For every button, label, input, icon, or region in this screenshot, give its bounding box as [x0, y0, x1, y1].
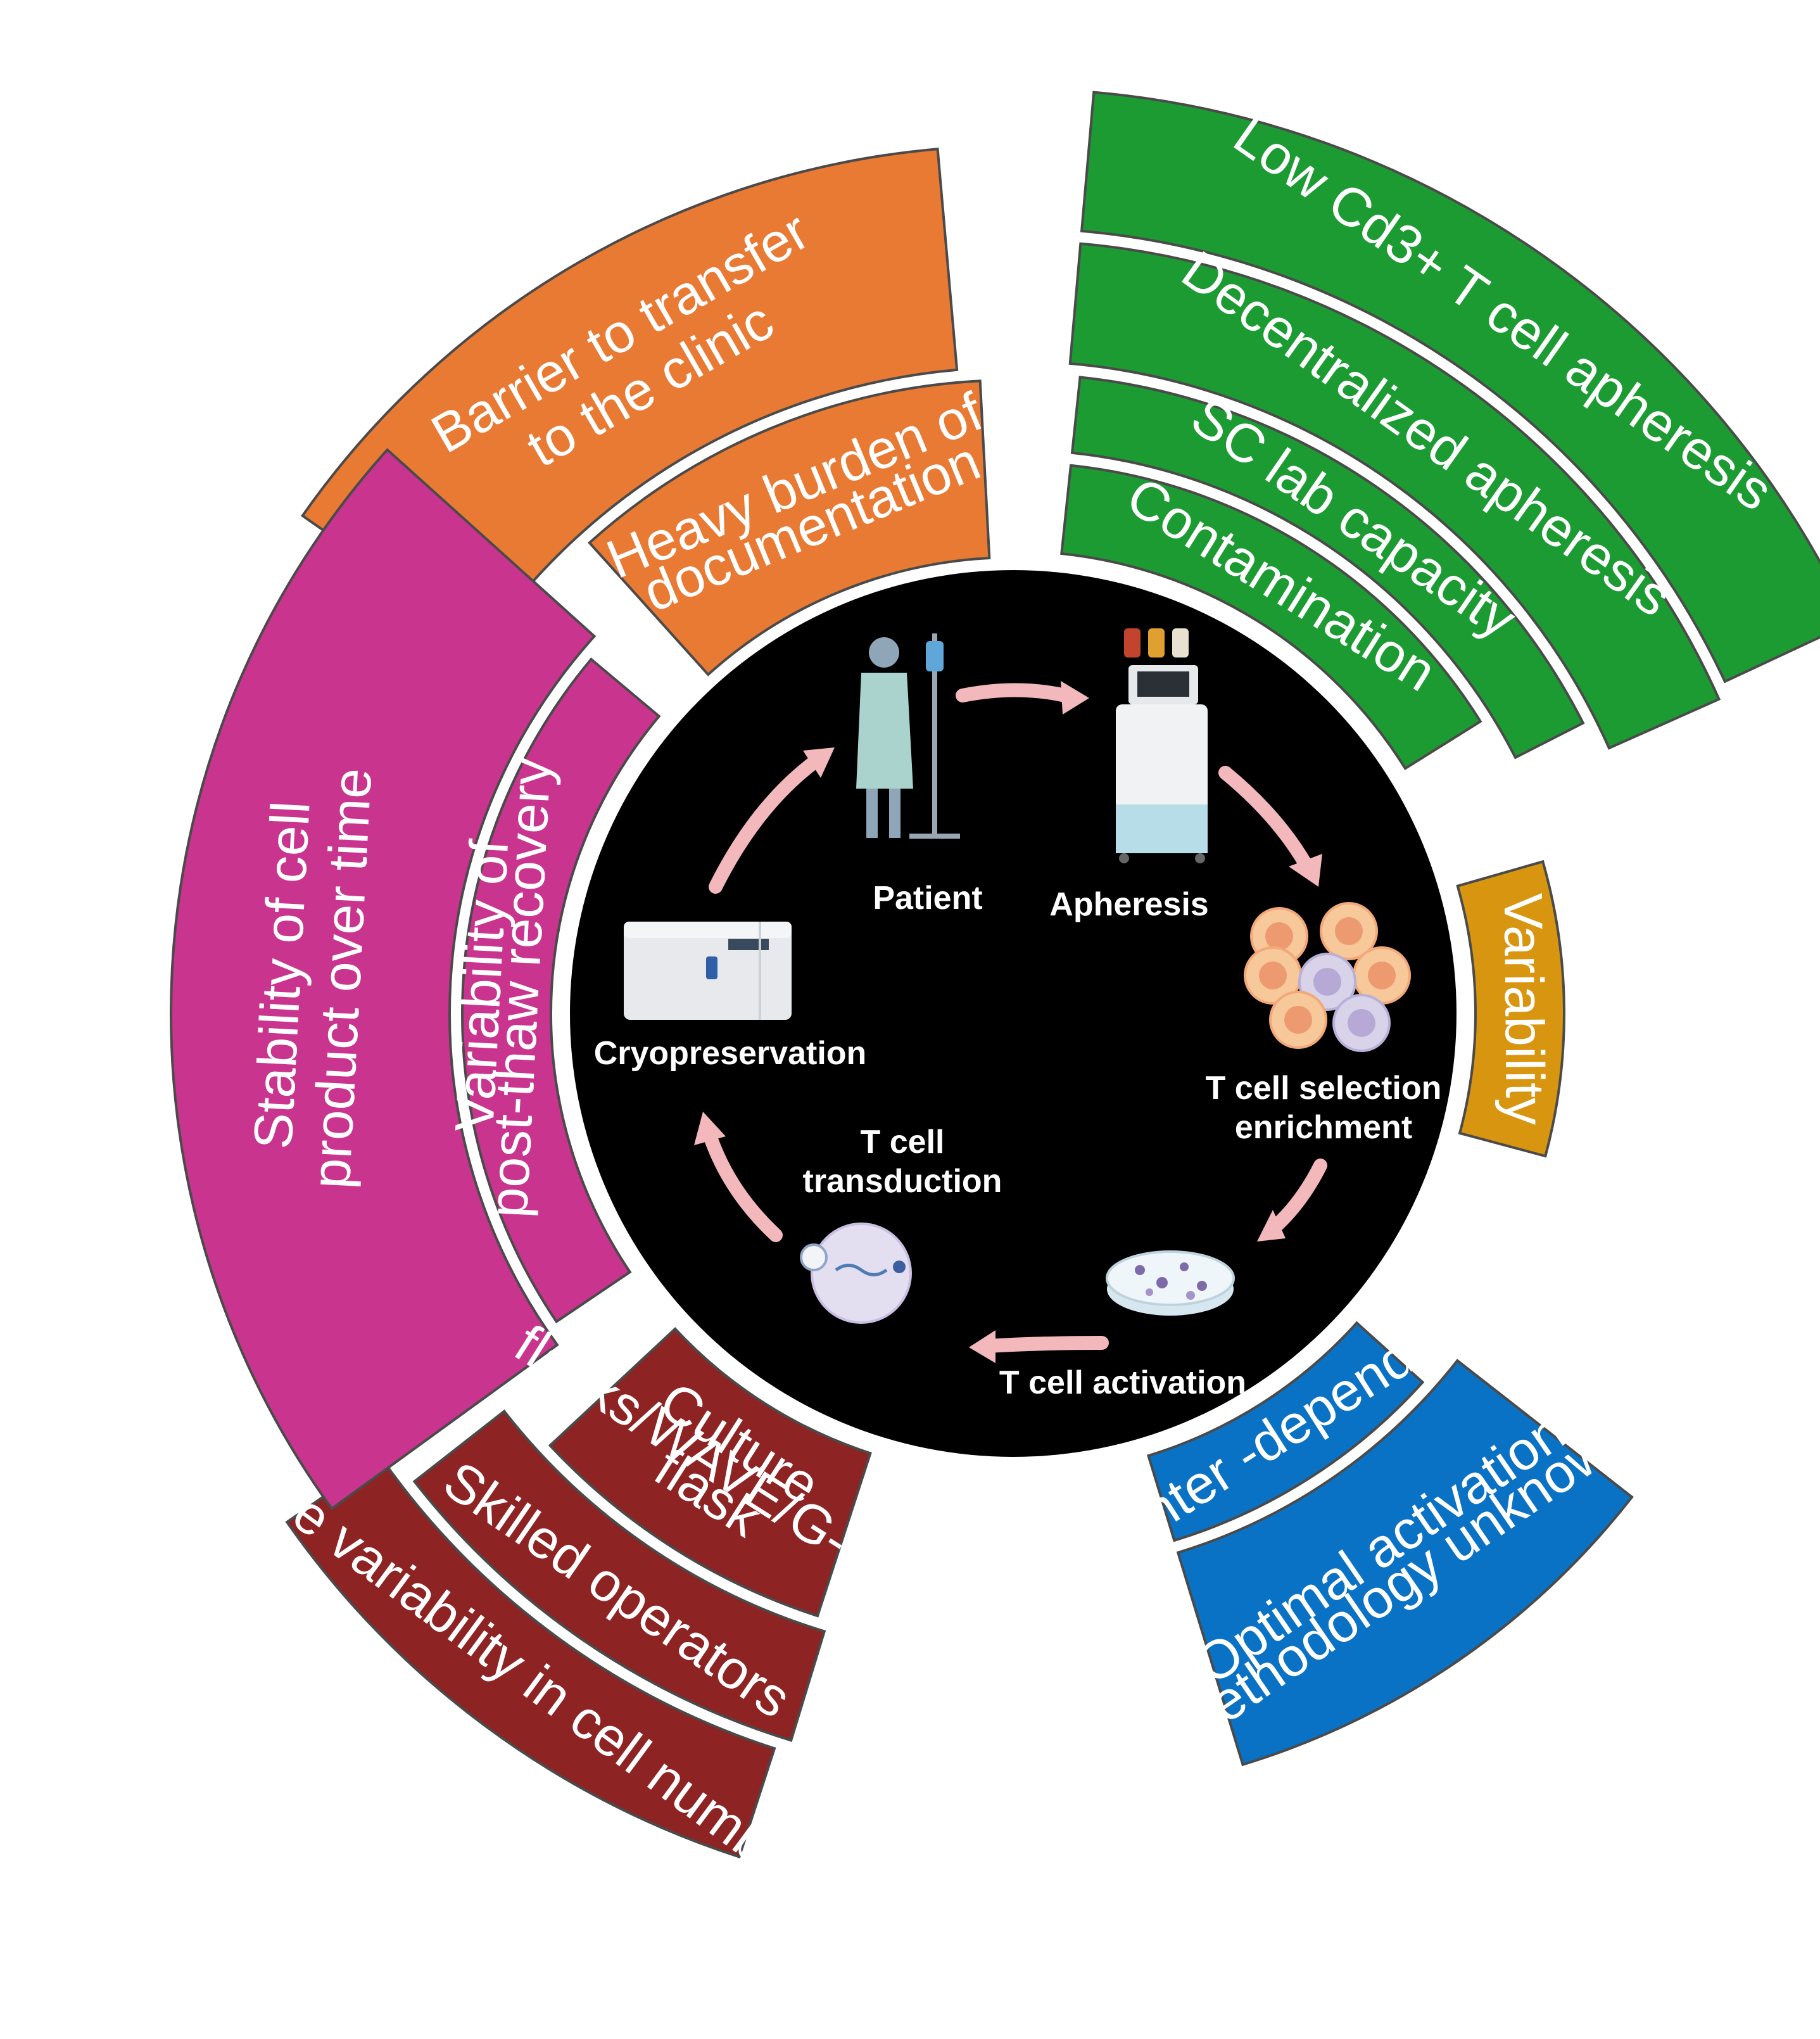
arrow-activation-to-transduction — [981, 1336, 1109, 1353]
arrow-head — [694, 1112, 726, 1145]
flow-arrows — [694, 681, 1327, 1363]
segment-culture — [548, 1327, 872, 1618]
segment-low-cd3 — [1080, 91, 1820, 683]
segment-skilled — [412, 1409, 826, 1743]
arrow-apheresis-to-selection — [1218, 766, 1315, 875]
apheresis-machine-icon — [1116, 628, 1208, 863]
arrow-selection-to-activation — [1266, 1159, 1327, 1236]
segment-variability — [1456, 860, 1565, 1158]
cell-cluster-icon — [1244, 902, 1411, 1052]
arrow-patient-to-apheresis — [956, 683, 1077, 704]
label-stability: Stability of cellproduct over time — [241, 763, 383, 1190]
arrow-head — [969, 1330, 995, 1363]
step-cryo-label: Cryopreservation — [594, 1035, 867, 1072]
challenge-segments — [170, 91, 1820, 1859]
segment-optimal-activation — [1176, 1359, 1634, 1767]
arrow-cryo-to-patient — [709, 753, 824, 894]
process-core — [570, 570, 1457, 1457]
segment-contamination — [1060, 464, 1482, 770]
label-variability: Variability — [1493, 892, 1555, 1125]
patient-icon — [856, 633, 960, 839]
step-activation-label: T cell activation — [999, 1364, 1246, 1401]
transduction-cell-icon — [800, 1223, 912, 1324]
segment-stability — [170, 448, 597, 1511]
arrow-head — [1289, 854, 1322, 887]
segment-decentralized — [1068, 242, 1721, 750]
arrow-head — [1257, 1210, 1286, 1242]
cryo-freezer-icon — [624, 922, 792, 1020]
petri-dish-icon — [1106, 1250, 1235, 1316]
step-patient-label: Patient — [873, 880, 982, 917]
segment-post-thaw — [461, 657, 661, 1324]
arrow-transduction-to-cryo — [702, 1127, 783, 1242]
segment-sc-lab — [1070, 376, 1585, 759]
segment-center-dependent — [1146, 1321, 1425, 1542]
arrow-head — [1061, 681, 1089, 715]
arrow-head — [803, 747, 835, 778]
segment-documentation — [588, 379, 991, 676]
step-apheresis-label: Apheresis — [1049, 886, 1208, 923]
